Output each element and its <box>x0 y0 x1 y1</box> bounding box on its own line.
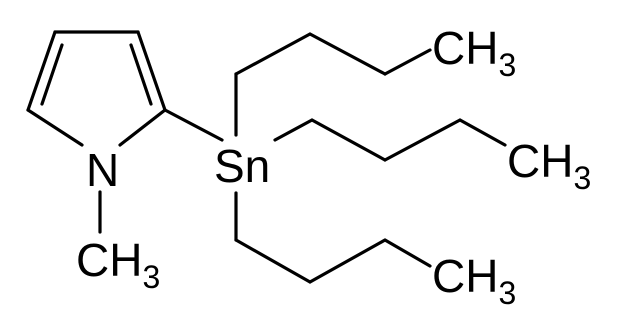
butyl-bottom-ch3: CH3 <box>432 250 516 311</box>
butyl-middle-c: CH <box>507 135 573 187</box>
butyl-middle-sub: 3 <box>573 160 591 196</box>
bond-b3b-b3c <box>308 238 387 284</box>
bond-c5-c4-inner <box>40 43 64 106</box>
bond-c2-sn <box>163 108 224 142</box>
butyl-top-sub: 3 <box>498 47 516 83</box>
butyl-top-ch3: CH3 <box>432 22 516 83</box>
butyl-chain-top <box>234 32 432 137</box>
butyl-bottom-sub: 3 <box>498 275 516 311</box>
n-methyl-c: CH <box>76 234 142 286</box>
n-methyl-label: CH3 <box>76 234 160 295</box>
bond-b2a-b2b <box>310 118 387 162</box>
n-methyl-sub: 3 <box>142 259 160 295</box>
bond-b1c-b1d <box>383 48 432 76</box>
bond-c3-c2 <box>136 30 167 112</box>
butyl-top-c: CH <box>432 22 498 74</box>
butyl-chain-middle <box>273 118 507 162</box>
tin-label: Sn <box>214 140 270 192</box>
pyrrole-ring <box>26 30 167 147</box>
butyl-bottom-c: CH <box>432 250 498 302</box>
butyl-chain-bottom <box>234 191 432 284</box>
bond-b3a-b3b <box>234 238 312 284</box>
butyl-middle-ch3: CH3 <box>507 135 591 196</box>
bond-b2b-b2c <box>383 118 462 162</box>
bond-c2-n <box>118 108 167 147</box>
bond-b3c-b3d <box>383 238 432 268</box>
nitrogen-label: N <box>86 144 119 196</box>
bond-sn-b2a <box>273 118 314 142</box>
bond-b1a-b1b <box>234 32 312 76</box>
bond-c5-c4 <box>26 30 57 112</box>
bond-n-c5 <box>26 108 84 147</box>
bond-b2c-b2d <box>458 118 507 147</box>
bond-b1b-b1c <box>308 32 387 76</box>
bond-c3-c2-inner <box>129 43 153 106</box>
